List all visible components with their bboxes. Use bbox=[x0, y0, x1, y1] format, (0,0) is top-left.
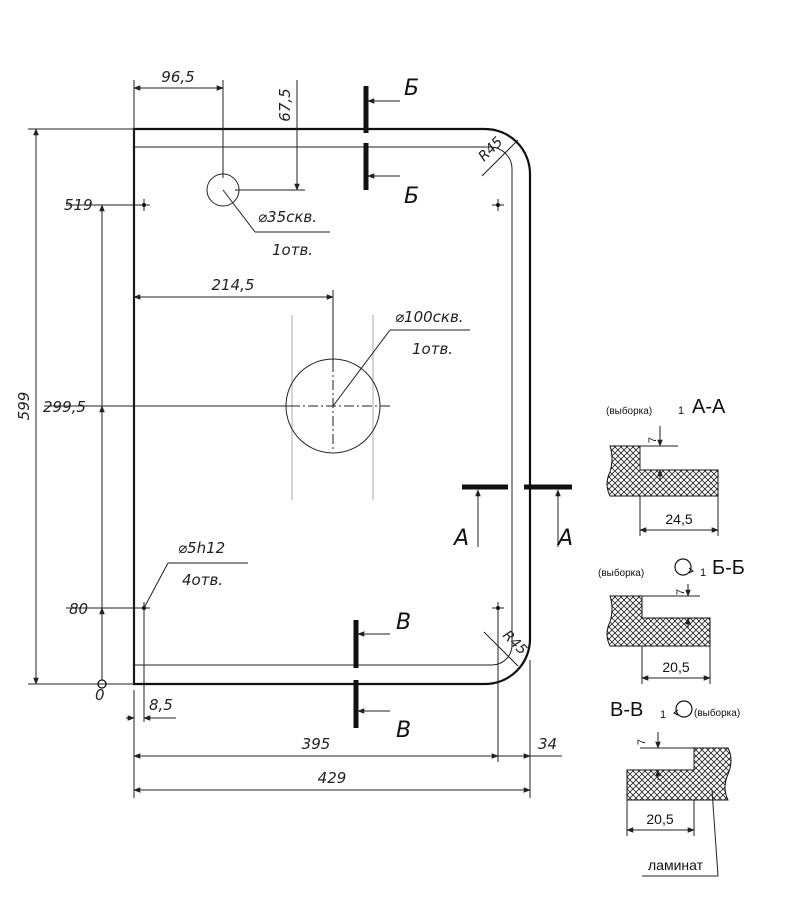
section-b-marker: Б Б bbox=[363, 76, 419, 209]
section-bb: (выборка) 1 Б-Б 7 20,5 bbox=[598, 557, 745, 684]
section-letter: Б bbox=[404, 184, 419, 209]
ord-label: 80 bbox=[69, 600, 88, 618]
dim-label: 8,5 bbox=[149, 696, 173, 714]
material-label: ламинат bbox=[648, 857, 704, 873]
section-scale: 1 bbox=[660, 709, 666, 721]
pin-hole-count: 4отв. bbox=[182, 571, 223, 589]
pin-mark bbox=[492, 199, 504, 211]
section-v-marker: В В bbox=[353, 610, 411, 743]
section-title: Б-Б bbox=[712, 557, 745, 579]
dim-599: 599 bbox=[15, 128, 134, 685]
section-scale: 1 bbox=[700, 567, 706, 579]
section-a-marker: А А bbox=[452, 484, 573, 551]
section-width: 20,5 bbox=[646, 811, 673, 827]
radius-label: R45 bbox=[476, 134, 507, 165]
ord-label: 0 bbox=[95, 686, 105, 704]
large-hole-spec: ⌀100скв. bbox=[395, 308, 464, 326]
small-hole-count: 1отв. bbox=[272, 241, 313, 259]
section-note: (выборка) bbox=[694, 707, 740, 719]
section-letter: А bbox=[452, 526, 469, 551]
pin-mark bbox=[138, 199, 150, 211]
pin-leader bbox=[143, 562, 248, 609]
section-depth: 7 bbox=[636, 739, 648, 745]
dim-label: 96,5 bbox=[161, 68, 194, 86]
section-aa: (выборка) 1 А-А 7 24,5 bbox=[606, 396, 726, 536]
dim-label: 429 bbox=[318, 769, 347, 787]
ordinate-dims: 519 299,5 80 0 bbox=[43, 196, 290, 704]
ord-label: 299,5 bbox=[43, 398, 86, 416]
dim-label: 395 bbox=[302, 735, 331, 753]
dim-214-5: 214,5 bbox=[133, 276, 334, 362]
section-title: А-А bbox=[692, 396, 726, 418]
radius-bottom: R45 bbox=[483, 628, 530, 667]
dim-label: 34 bbox=[538, 735, 557, 753]
dim-8-5: 8,5 bbox=[126, 614, 176, 722]
section-depth: 7 bbox=[675, 589, 687, 595]
section-vv: В-В 1 (выборка) 7 20,5 ламинат bbox=[610, 699, 740, 877]
radius-label: R45 bbox=[499, 628, 530, 659]
section-width: 24,5 bbox=[665, 511, 692, 527]
small-hole-spec: ⌀35скв. bbox=[258, 208, 317, 226]
dim-label: 67,5 bbox=[276, 88, 294, 121]
dim-67-5: 67,5 bbox=[235, 80, 305, 191]
dim-bottom: 395 34 429 bbox=[133, 614, 562, 798]
dim-label: 214,5 bbox=[212, 276, 255, 294]
ord-label: 519 bbox=[64, 196, 93, 214]
section-note: (выборка) bbox=[606, 405, 652, 417]
section-letter: В bbox=[396, 610, 411, 635]
section-width: 20,5 bbox=[662, 659, 689, 675]
pin-mark bbox=[492, 602, 504, 614]
pin-hole-spec: ⌀5h12 bbox=[178, 539, 225, 557]
large-hole-count: 1отв. bbox=[412, 340, 453, 358]
section-letter: А bbox=[556, 526, 573, 551]
section-note: (выборка) bbox=[598, 567, 644, 579]
section-title: В-В bbox=[610, 699, 643, 721]
section-letter: Б bbox=[404, 76, 419, 101]
dim-label: 599 bbox=[15, 392, 33, 421]
section-scale: 1 bbox=[678, 405, 684, 417]
section-letter: В bbox=[396, 718, 411, 743]
dim-96-5: 96,5 bbox=[133, 68, 224, 178]
section-depth: 7 bbox=[647, 437, 659, 443]
